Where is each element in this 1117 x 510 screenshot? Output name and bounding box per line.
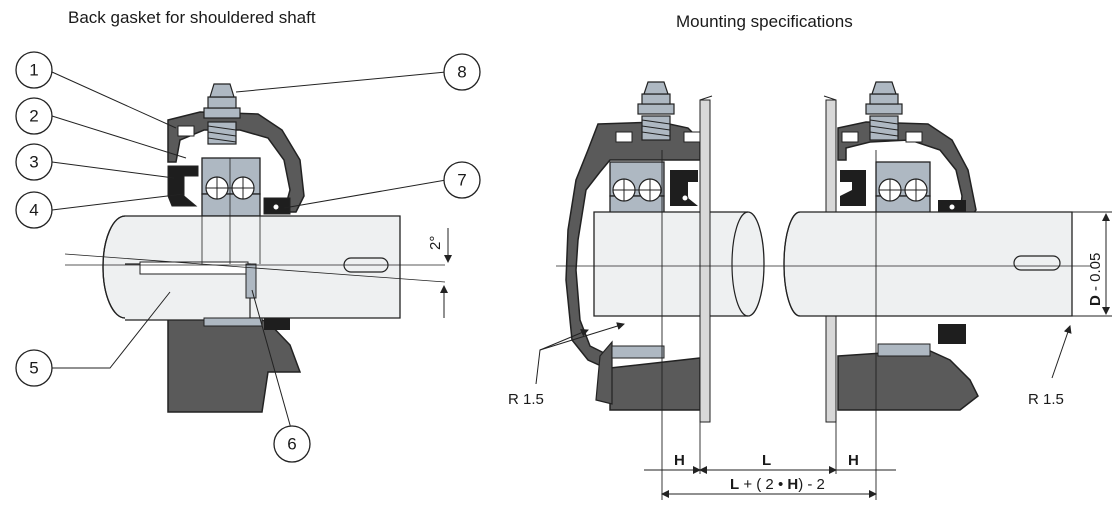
callout-7: 7: [443, 161, 481, 199]
dim-h-left: H: [674, 452, 685, 469]
dim-total-l: L: [730, 476, 739, 493]
svg-text:6: 6: [287, 435, 296, 454]
dim-total-mid: + ( 2 •: [739, 476, 787, 493]
dim-h-right: H: [848, 452, 859, 469]
radius-label-right: R 1.5: [1028, 391, 1064, 408]
svg-text:8: 8: [457, 63, 466, 82]
callout-5: 5: [15, 349, 53, 387]
left-assembly: 2° 1 2 3 4 5 6 7 8: [15, 51, 481, 463]
left-seal: [167, 165, 199, 207]
callout-3: 3: [15, 143, 53, 181]
svg-text:3: 3: [29, 153, 38, 172]
dim-total-h: H: [787, 476, 798, 493]
left-lower-housing: [167, 315, 302, 413]
radius-label-left: R 1.5: [508, 391, 544, 408]
dim-diameter-tol: - 0.05: [1087, 253, 1104, 296]
svg-text:7: 7: [457, 171, 466, 190]
dim-diameter-d: D: [1087, 295, 1104, 306]
dim-total-end: ) - 2: [798, 476, 825, 493]
svg-text:4: 4: [29, 201, 38, 220]
callout-6: 6: [273, 425, 311, 463]
callout-1: 1: [15, 51, 53, 89]
wall-plate-left: [699, 99, 711, 423]
svg-text:1: 1: [29, 61, 38, 80]
left-upper-housing: [167, 111, 305, 213]
callout-8: 8: [443, 53, 481, 91]
dim-total: L + ( 2 • H) - 2: [730, 476, 825, 493]
title-back-gasket: Back gasket for shouldered shaft: [68, 8, 316, 27]
svg-text:2: 2: [29, 107, 38, 126]
mount-unit-left: [565, 81, 765, 411]
angle-label: 2°: [427, 236, 444, 250]
callout-4: 4: [15, 191, 53, 229]
mount-unit-right: [783, 81, 1073, 411]
dim-diameter: D - 0.05: [1087, 253, 1104, 306]
left-shoulder-ring: [245, 263, 257, 299]
svg-text:5: 5: [29, 359, 38, 378]
callout-2: 2: [15, 97, 53, 135]
left-cap-slot: [177, 125, 195, 137]
title-mounting-specs: Mounting specifications: [676, 12, 853, 31]
left-grease-nipple: [203, 83, 241, 145]
right-assembly: H L H L + ( 2 • H) - 2 D - 0.05 R 1.5 R …: [508, 81, 1112, 500]
dim-l: L: [762, 452, 771, 469]
